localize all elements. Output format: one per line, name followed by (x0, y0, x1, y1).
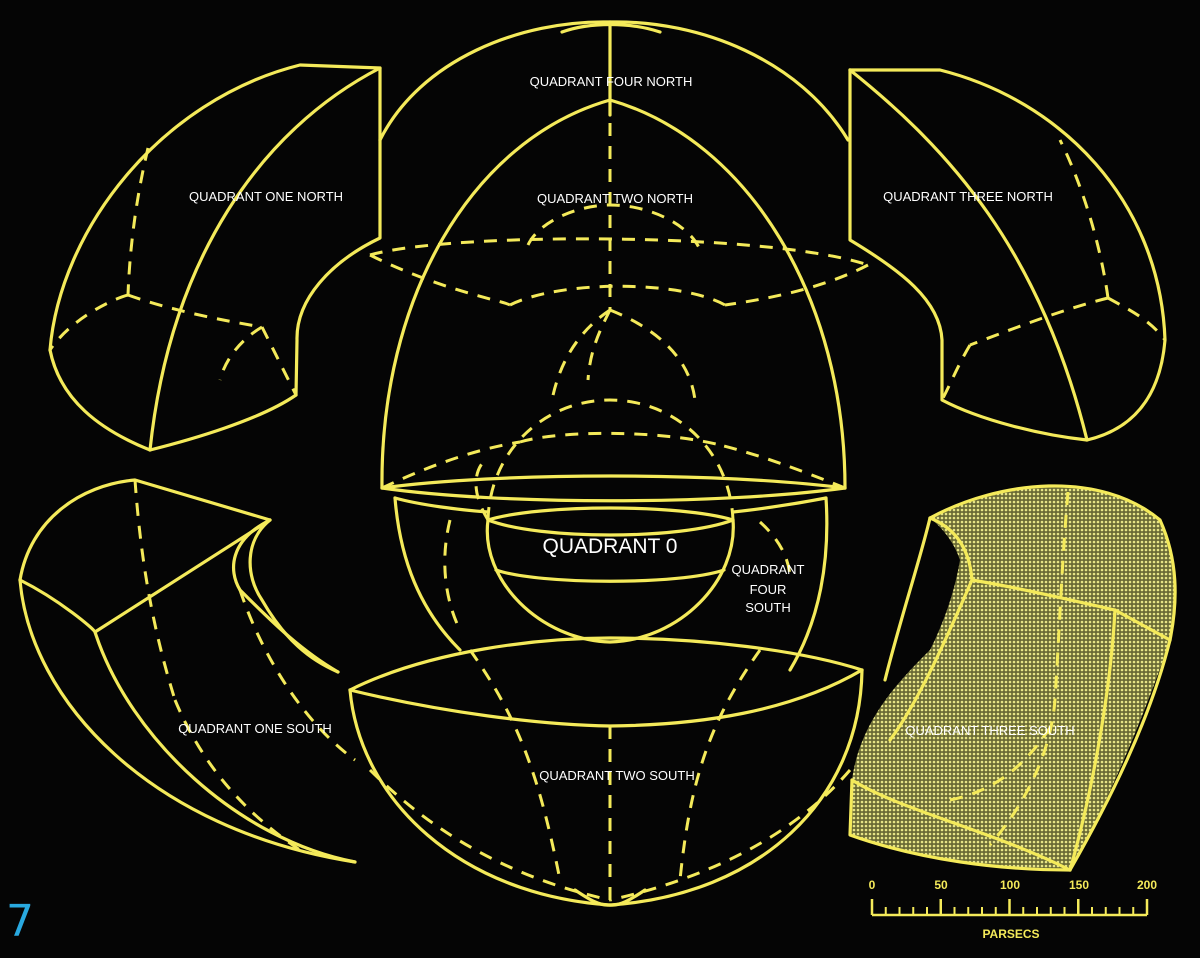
quadrant-one-north-shape (48, 63, 382, 452)
label-quadrant-one-north: QUADRANT ONE NORTH (189, 189, 343, 204)
scale-label-50: 50 (934, 878, 948, 892)
quadrant-three-north-shape (848, 68, 1167, 442)
quadrant-two-north-shape (369, 98, 869, 503)
page-number: 7 (6, 896, 34, 947)
scale-bar: 0 50 100 150 200 PARSECS (869, 878, 1158, 941)
label-quadrant-zero: QUADRANT 0 (543, 535, 678, 558)
label-quadrant-three-north: QUADRANT THREE NORTH (883, 189, 1053, 204)
label-quadrant-four-south-line3: SOUTH (745, 600, 791, 615)
label-quadrant-two-south: QUADRANT TWO SOUTH (539, 768, 695, 783)
scale-bar-ticks (870, 899, 1149, 917)
label-quadrant-one-south: QUADRANT ONE SOUTH (178, 721, 332, 736)
quadrant-three-south-shape (848, 484, 1177, 872)
scale-label-200: 200 (1137, 878, 1157, 892)
label-quadrant-four-south-line2: FOUR (750, 582, 787, 597)
label-quadrant-four-north: QUADRANT FOUR NORTH (530, 74, 693, 89)
quadrant-zero-sphere (474, 398, 735, 644)
label-quadrant-two-north: QUADRANT TWO NORTH (537, 191, 693, 206)
scale-label-0: 0 (869, 878, 876, 892)
label-quadrant-four-south-line1: QUADRANT (732, 562, 805, 577)
scale-unit-label: PARSECS (982, 927, 1039, 941)
quadrant-one-south-shape (18, 478, 357, 864)
quadrant-four-south-shape (393, 496, 829, 672)
scale-label-100: 100 (1000, 878, 1020, 892)
quadrant-two-south-shape (348, 636, 864, 907)
scale-label-150: 150 (1069, 878, 1089, 892)
label-quadrant-three-south: QUADRANT THREE SOUTH (905, 723, 1074, 738)
